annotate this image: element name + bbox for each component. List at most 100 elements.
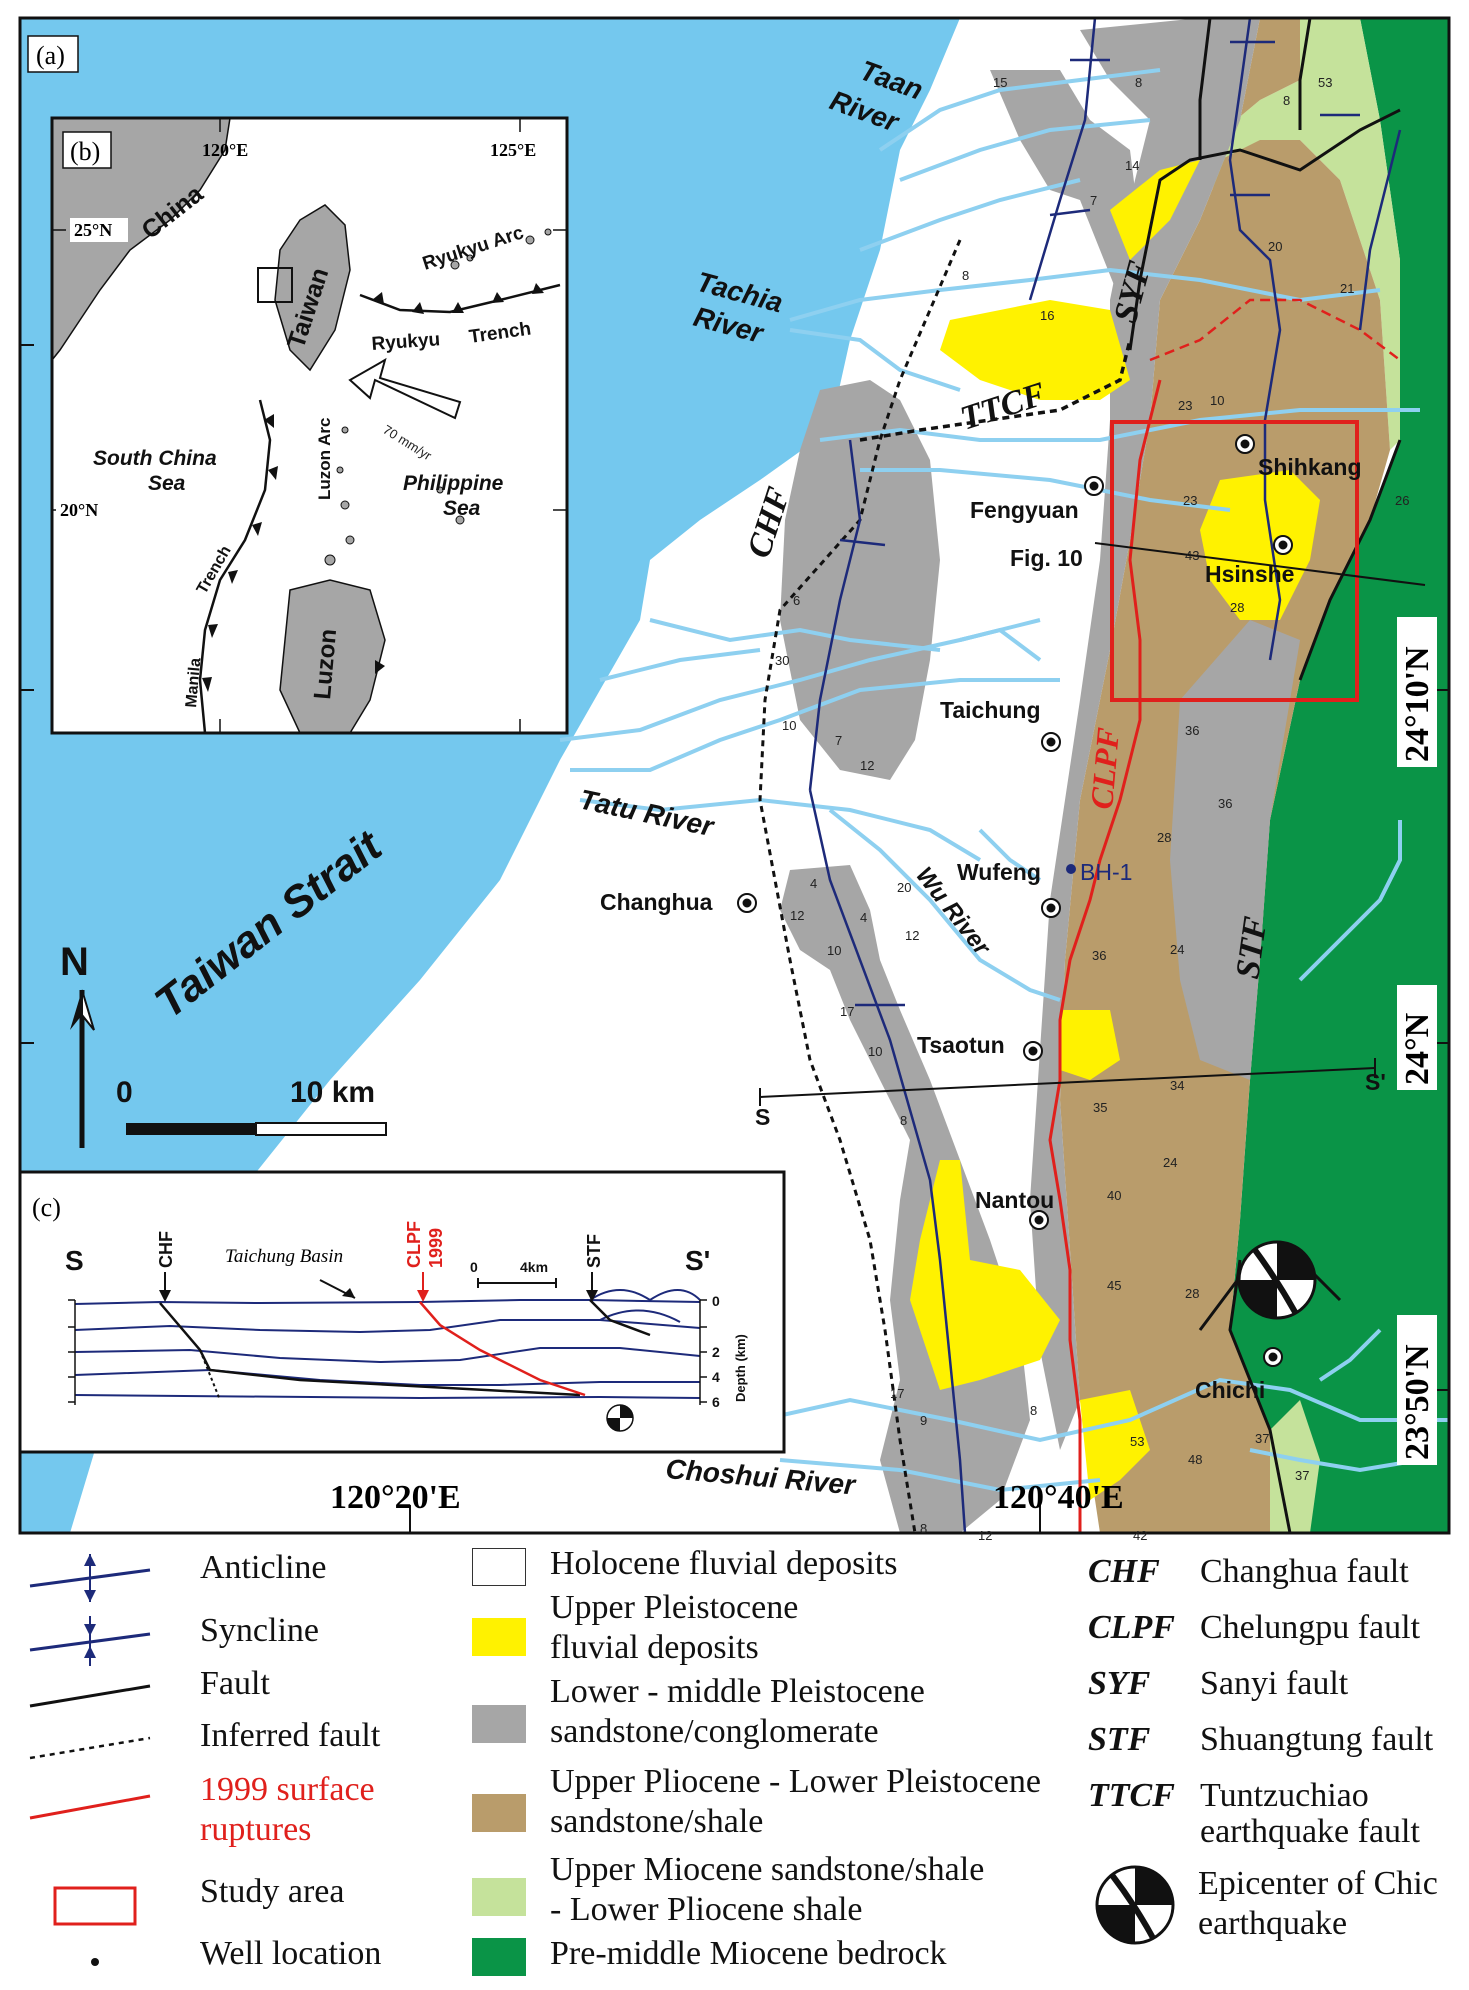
geologic-map: (a) (18, 16, 1451, 1540)
dip-value: 8 (962, 268, 969, 283)
xsec-label-s: S (65, 1245, 84, 1276)
dip-value: 4 (860, 910, 867, 925)
inset-label-luzon-arc: Luzon Arc (315, 418, 334, 500)
dip-value: 6 (793, 593, 800, 608)
dip-value: 37 (1255, 1431, 1269, 1446)
inset-lon-125: 125°E (490, 140, 536, 160)
inset-lon-120: 120°E (202, 140, 248, 160)
legend-inferred-fault: Inferred fault (200, 1717, 381, 1754)
xsec-label-stf: STF (584, 1234, 604, 1268)
dip-value: 53 (1130, 1434, 1144, 1449)
legend-upper-pliocene-2: sandstone/shale (550, 1803, 764, 1840)
town-label-wufeng: Wufeng (957, 859, 1041, 885)
swatch-upper-miocene (472, 1878, 526, 1916)
legend-epicenter-2: earthquake (1198, 1905, 1348, 1942)
xsec-scale-zero: 0 (470, 1259, 478, 1275)
section-label-s: S (755, 1104, 770, 1130)
dip-value: 45 (1107, 1278, 1121, 1293)
fault-north (1198, 18, 1212, 160)
fault-stf (1228, 1259, 1292, 1533)
xsec-depth-2: 2 (712, 1344, 720, 1360)
xsec-label-year: 1999 (426, 1228, 446, 1268)
dip-value: 30 (775, 653, 789, 668)
dip-value: 36 (1185, 723, 1199, 738)
legend-epicenter-symbol (1095, 1865, 1175, 1945)
inset-china (52, 118, 231, 362)
legend-upper-pleistocene-2: fluvial deposits (550, 1629, 759, 1666)
inset-luzon (279, 579, 386, 733)
dip-value: 53 (1318, 75, 1332, 90)
dip-value: 10 (827, 943, 841, 958)
upper-pleistocene-unit (1200, 470, 1320, 620)
graticule-ticks (20, 344, 1449, 1533)
north-label: N (60, 940, 89, 984)
panel-label-c: (c) (32, 1193, 61, 1222)
legend-abbr-clpf: CLPF (1088, 1609, 1175, 1646)
town-label-tsaotun: Tsaotun (917, 1032, 1005, 1058)
legend-fault-clpf: Chelungpu fault (1200, 1609, 1421, 1646)
dip-value: 28 (1185, 1286, 1199, 1301)
dip-value: 17 (840, 1004, 854, 1019)
lat-label-3: 23°50'N (1399, 1344, 1436, 1460)
inset-taiwan (274, 204, 351, 372)
legend-fault-ttcf-1: Tuntzuchiao (1200, 1777, 1369, 1814)
legend-fault-chf: Changhua fault (1200, 1553, 1409, 1590)
inset-label-philippine: Philippine (403, 472, 504, 495)
swatch-upper-pleistocene (472, 1618, 526, 1656)
dip-value: 20 (897, 880, 911, 895)
dip-value: 8 (900, 1113, 907, 1128)
dip-value: 35 (1093, 1100, 1107, 1115)
section-line-fig10 (1094, 542, 1426, 586)
dip-value: 48 (1188, 1452, 1202, 1467)
xsec-label-s-prime: S' (685, 1245, 710, 1276)
legend-holocene: Holocene fluvial deposits (550, 1545, 898, 1582)
town-markers (737, 434, 1293, 1367)
map-frame (18, 16, 1451, 1535)
legend-abbr-ttcf: TTCF (1088, 1777, 1175, 1814)
dip-value: 42 (1133, 1528, 1147, 1540)
rupture-north (1149, 298, 1401, 362)
bedrock-unit (1230, 18, 1449, 1533)
ttcf-fault (859, 339, 1132, 442)
dip-value: 8 (1030, 1403, 1037, 1418)
xsec-depth-label: Depth (km) (733, 1334, 748, 1402)
pleistocene-unit-east2 (1170, 620, 1300, 1080)
dip-value: 12 (790, 908, 804, 923)
town-label-hsinshe: Hsinshe (1205, 561, 1294, 587)
dip-value: 12 (978, 1528, 992, 1540)
dip-value: 15 (993, 75, 1007, 90)
fault-label-clpf: CLPF (1083, 726, 1126, 811)
legend-fault: Fault (200, 1665, 270, 1702)
legend-bedrock: Pre-middle Miocene bedrock (550, 1935, 947, 1972)
rupture-symbol (29, 1794, 151, 1820)
section-label-s-prime: S' (1365, 1069, 1386, 1095)
town-label-fengyuan: Fengyuan (970, 497, 1079, 523)
dip-value: 20 (1268, 239, 1282, 254)
legend-upper-pleistocene-1: Upper Pleistocene (550, 1589, 799, 1626)
well-marker (1066, 864, 1076, 874)
fault-east (1298, 439, 1402, 681)
panel-label-a: (a) (36, 41, 65, 70)
dip-value: 43 (1185, 548, 1199, 563)
manila-trench (198, 399, 272, 733)
dip-value: 37 (1295, 1468, 1309, 1483)
legend-lower-middle-pleistocene-1: Lower - middle Pleistocene (550, 1673, 925, 1710)
epicenter-beachball (1237, 1240, 1317, 1320)
inferred-fault-symbol (29, 1736, 151, 1760)
legend-abbr-syf: SYF (1088, 1665, 1151, 1702)
fault-northeast (1298, 18, 1312, 130)
swatch-lower-middle-pleistocene (472, 1705, 526, 1743)
inset-map: (b) 120°E 125°E 25°N 20°N China Taiwan R… (50, 116, 569, 735)
ryukyu-trench (359, 283, 561, 314)
dip-value: 23 (1183, 493, 1197, 508)
legend-syncline: Syncline (200, 1612, 319, 1649)
dip-value: 24 (1170, 942, 1184, 957)
fault-label-stf: STF (1229, 914, 1274, 981)
well-symbol (91, 1958, 99, 1966)
dip-value: 9 (920, 1413, 927, 1428)
fold-axes (808, 18, 1402, 1533)
dip-value: 24 (1163, 1155, 1177, 1170)
legend-lower-middle-pleistocene-2: sandstone/conglomerate (550, 1713, 879, 1750)
dip-value: 4 (810, 876, 817, 891)
pleistocene-unit-central (780, 380, 940, 780)
